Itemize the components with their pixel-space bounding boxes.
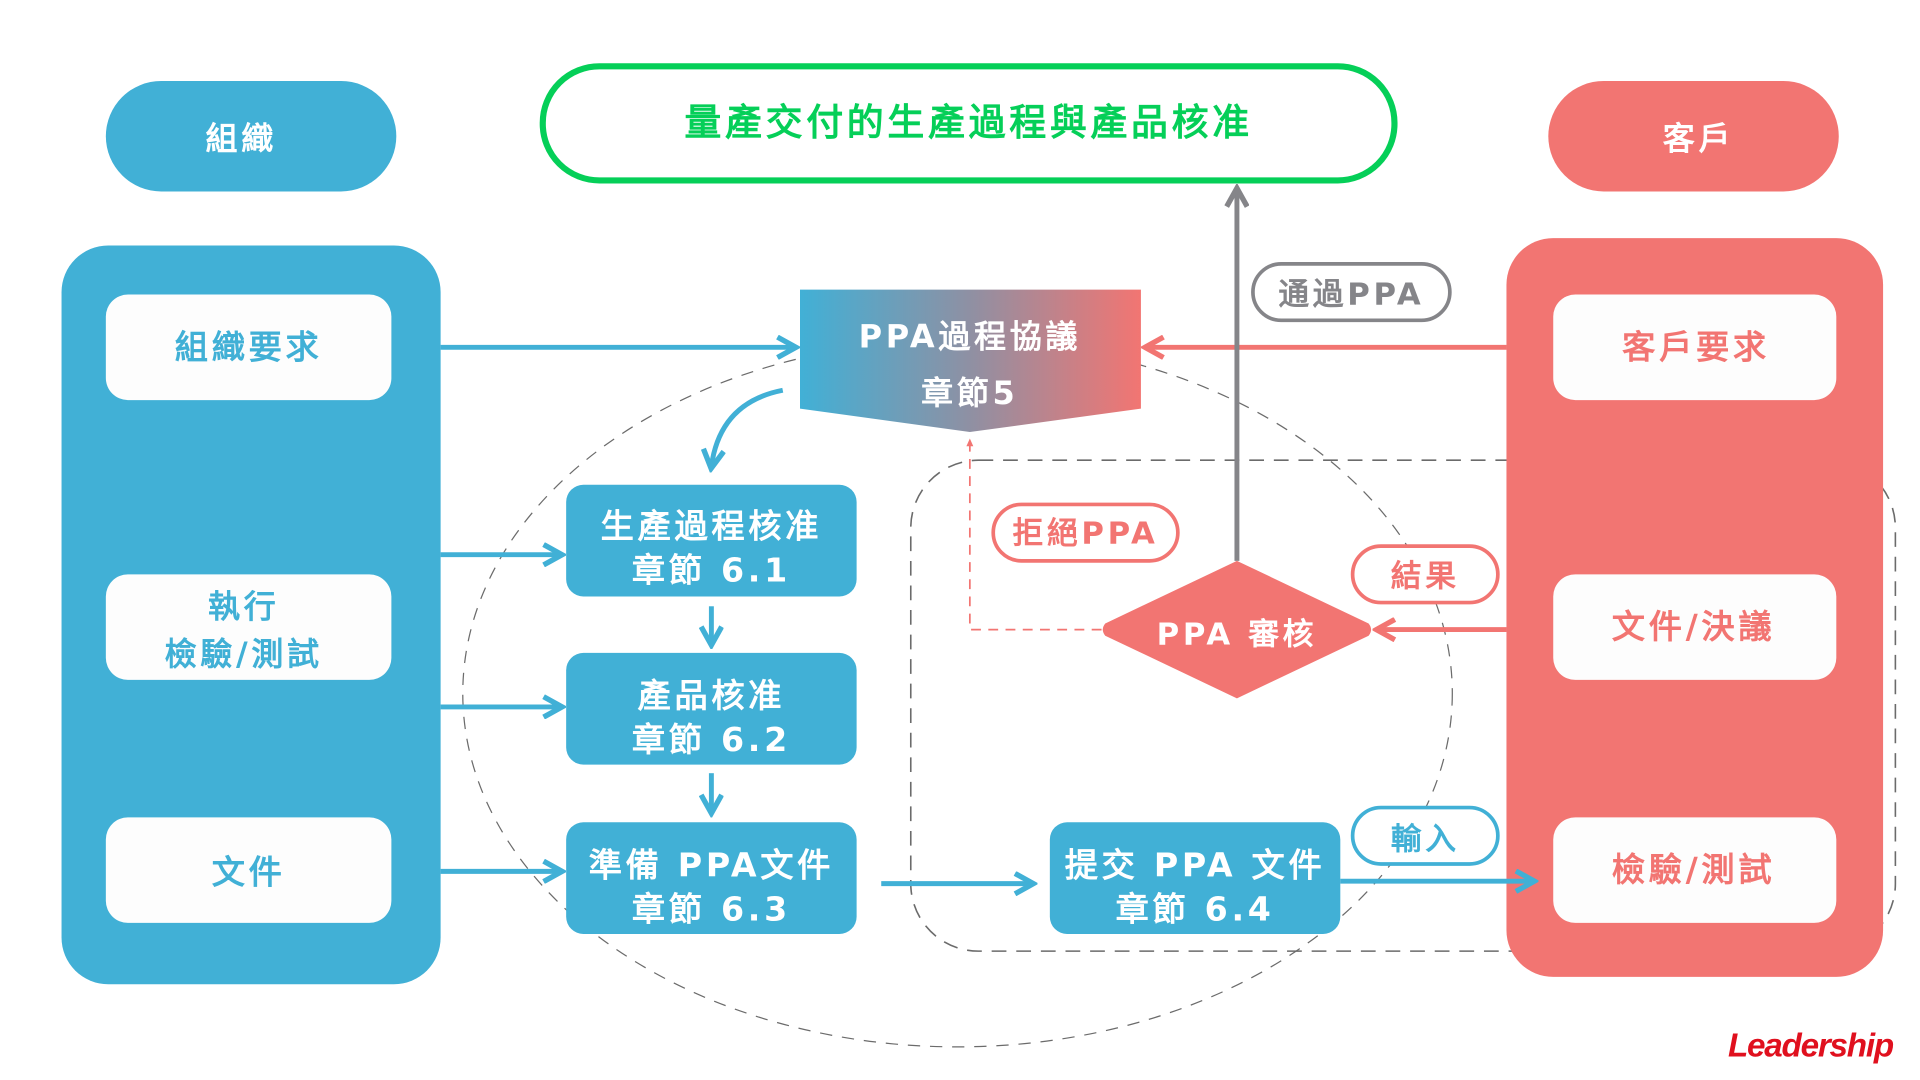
protocol-box-line2: 章節5	[921, 374, 1018, 412]
step-6-3-line2: 章節 6.3	[632, 889, 791, 928]
approval-cycle-dashed-outline	[462, 339, 1453, 1048]
input-label-pill	[1350, 805, 1500, 866]
customer-item-decision-label: 文件/決議	[1612, 607, 1775, 646]
customer-item-inspection[interactable]	[1553, 817, 1837, 923]
protocol-box[interactable]	[800, 289, 1141, 432]
step-6-1-line2: 章節 6.1	[632, 551, 791, 590]
customer-review-dashed-outline	[909, 459, 1897, 952]
step-6-1-line1: 生產過程核准	[601, 507, 822, 546]
result-label: 結果	[1391, 559, 1460, 595]
arrow-protocol-to-step-6-1	[711, 387, 784, 466]
reject-label: 拒絕PPA	[1013, 516, 1159, 552]
leadership-logo: Leadership	[1728, 1028, 1894, 1065]
title-pill	[539, 63, 1398, 184]
customer-item-requirements-label: 客戶要求	[1622, 327, 1770, 366]
arrow-reject-to-protocol	[966, 438, 1102, 631]
step-6-2-line1: 產品核准	[638, 676, 786, 715]
step-box-6-4[interactable]	[1049, 822, 1341, 934]
org-item-documents[interactable]	[105, 817, 392, 923]
step-box-6-2[interactable]	[566, 652, 857, 765]
step-6-4-line1: 提交 PPA 文件	[1065, 845, 1326, 884]
org-item-execute-line1: 執行	[208, 587, 279, 625]
customer-header-pill	[1548, 81, 1839, 192]
ppa-review-label: PPA 審核	[1157, 616, 1317, 652]
result-label-pill	[1350, 544, 1500, 605]
protocol-box-line1: PPA過程協議	[859, 317, 1081, 355]
step-6-4-line2: 章節 6.4	[1116, 889, 1275, 928]
org-item-execute-line2: 檢驗/測試	[165, 635, 323, 673]
org-item-requirements-label: 組織要求	[175, 327, 323, 366]
ppa-review-diamond[interactable]	[1102, 560, 1372, 699]
customer-item-decision[interactable]	[1553, 574, 1837, 680]
step-box-6-3[interactable]	[566, 822, 857, 934]
org-item-documents-label: 文件	[212, 853, 286, 892]
reject-label-pill	[991, 502, 1180, 563]
step-box-6-1[interactable]	[566, 484, 857, 597]
customer-header-label: 客戶	[1663, 120, 1734, 158]
pass-label-pill	[1251, 262, 1452, 323]
page-title: 量產交付的生產過程與產品核准	[684, 101, 1252, 144]
org-item-requirements[interactable]	[105, 294, 392, 401]
org-header-pill	[105, 81, 397, 192]
org-header-label: 組織	[206, 120, 277, 158]
step-6-2-line2: 章節 6.2	[632, 720, 791, 759]
pass-label: 通過PPA	[1278, 276, 1424, 312]
customer-item-requirements[interactable]	[1553, 294, 1837, 401]
org-item-execute-inspection[interactable]	[105, 574, 392, 680]
input-label: 輸入	[1391, 821, 1460, 857]
customer-item-inspection-label: 檢驗/測試	[1612, 850, 1775, 889]
step-6-3-line1: 準備 PPA文件	[589, 845, 834, 884]
